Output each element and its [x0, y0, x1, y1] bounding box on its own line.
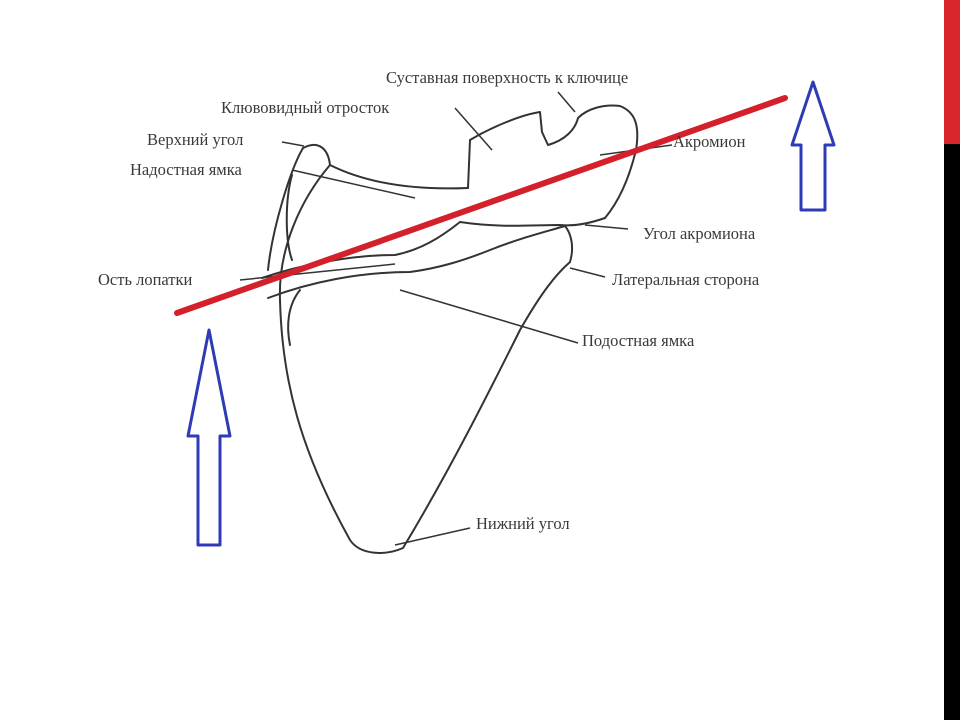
leader-lines	[239, 91, 673, 546]
leader-lateral-border	[569, 267, 606, 278]
leader-supraspinous	[291, 169, 416, 199]
leader-acromion-angle	[584, 224, 629, 230]
leader-spine	[239, 263, 396, 281]
blue-arrow-right	[790, 80, 836, 212]
sidebar-accent-red	[944, 0, 960, 144]
red-axis-line	[174, 95, 788, 316]
scapula-body-outline	[278, 143, 574, 554]
scapula-outline	[261, 104, 639, 554]
label-lateral-border: Латеральная сторона	[612, 270, 760, 289]
label-spine: Ость лопатки	[98, 270, 193, 289]
blue-arrow-left	[186, 328, 232, 547]
label-superior-angle: Верхний угол	[147, 130, 244, 149]
coracoid-process	[467, 104, 639, 219]
label-supraspinous: Надостная ямка	[130, 160, 242, 179]
leader-inferior-angle	[394, 527, 471, 546]
leader-coracoid	[454, 107, 493, 151]
label-inferior-angle: Нижний угол	[476, 514, 570, 533]
label-coracoid: Клювовидный отросток	[221, 98, 390, 117]
leader-infraspinous	[399, 289, 579, 344]
spine-lower-edge	[267, 225, 566, 299]
label-acromion: Акромион	[673, 132, 746, 151]
label-infraspinous: Подостная ямка	[582, 331, 695, 350]
sidebar-accent-black	[944, 144, 960, 720]
medial-border-line	[267, 147, 304, 271]
acromion-edge	[459, 217, 606, 227]
leader-articular-surface	[557, 91, 576, 113]
leader-superior-angle	[281, 141, 305, 147]
label-articular-surface: Суставная поверхность к ключице	[386, 68, 629, 87]
supraspinous-inner-line	[285, 174, 293, 261]
superior-border-line	[329, 164, 469, 190]
label-acromion-angle: Угол акромиона	[643, 224, 756, 243]
infraspinous-inner-line	[287, 289, 301, 346]
